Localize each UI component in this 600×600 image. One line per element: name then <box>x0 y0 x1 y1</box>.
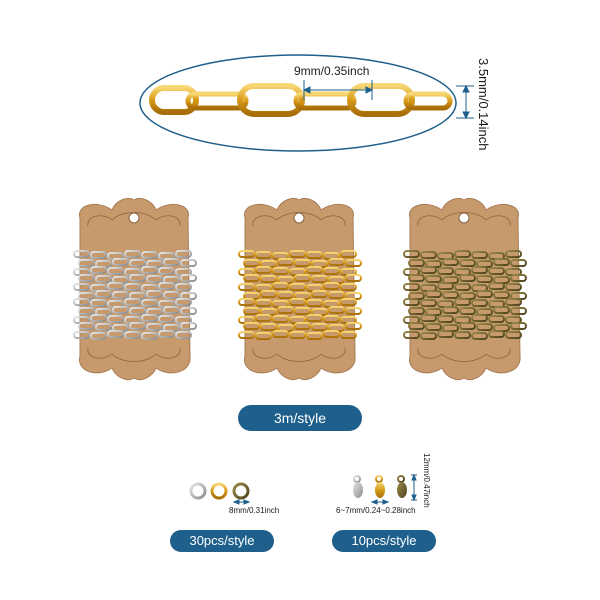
clasp-width-label: 6~7mm/0.24~0.28inch <box>336 506 416 515</box>
gold-chain-wound <box>238 250 362 340</box>
hang-hole <box>128 212 140 224</box>
card-outline <box>417 212 511 362</box>
card-outline <box>252 212 346 362</box>
jump-ring-quantity-badge: 30pcs/style <box>170 530 274 552</box>
chain-width-label: 3.5mm/0.14inch <box>476 58 491 151</box>
clasp-quantity-badge: 10pcs/style <box>332 530 436 552</box>
lobster-clasps <box>353 475 407 498</box>
hang-hole <box>458 212 470 224</box>
card-length-badge: 3m/style <box>238 405 362 431</box>
jump-rings <box>189 482 250 500</box>
clasp-height-label: 12mm/0.47inch <box>422 453 431 508</box>
gold-chain-detail <box>149 83 453 117</box>
width-dimension <box>456 84 474 120</box>
chain-zoom-ellipse <box>139 54 457 152</box>
chain-length-label: 9mm/0.35inch <box>294 64 370 78</box>
bronze-chain-wound <box>403 250 527 340</box>
chain-card-silver <box>73 197 197 381</box>
hang-hole <box>293 212 305 224</box>
clasp-dimensions <box>370 473 417 505</box>
length-dimension <box>302 80 374 100</box>
card-outline <box>87 212 181 362</box>
silver-chain-wound <box>73 250 197 340</box>
chain-card-gold <box>238 197 362 381</box>
ring-dimension <box>232 499 251 505</box>
ring-size-label: 8mm/0.31inch <box>229 506 280 515</box>
chain-card-bronze <box>403 197 527 381</box>
